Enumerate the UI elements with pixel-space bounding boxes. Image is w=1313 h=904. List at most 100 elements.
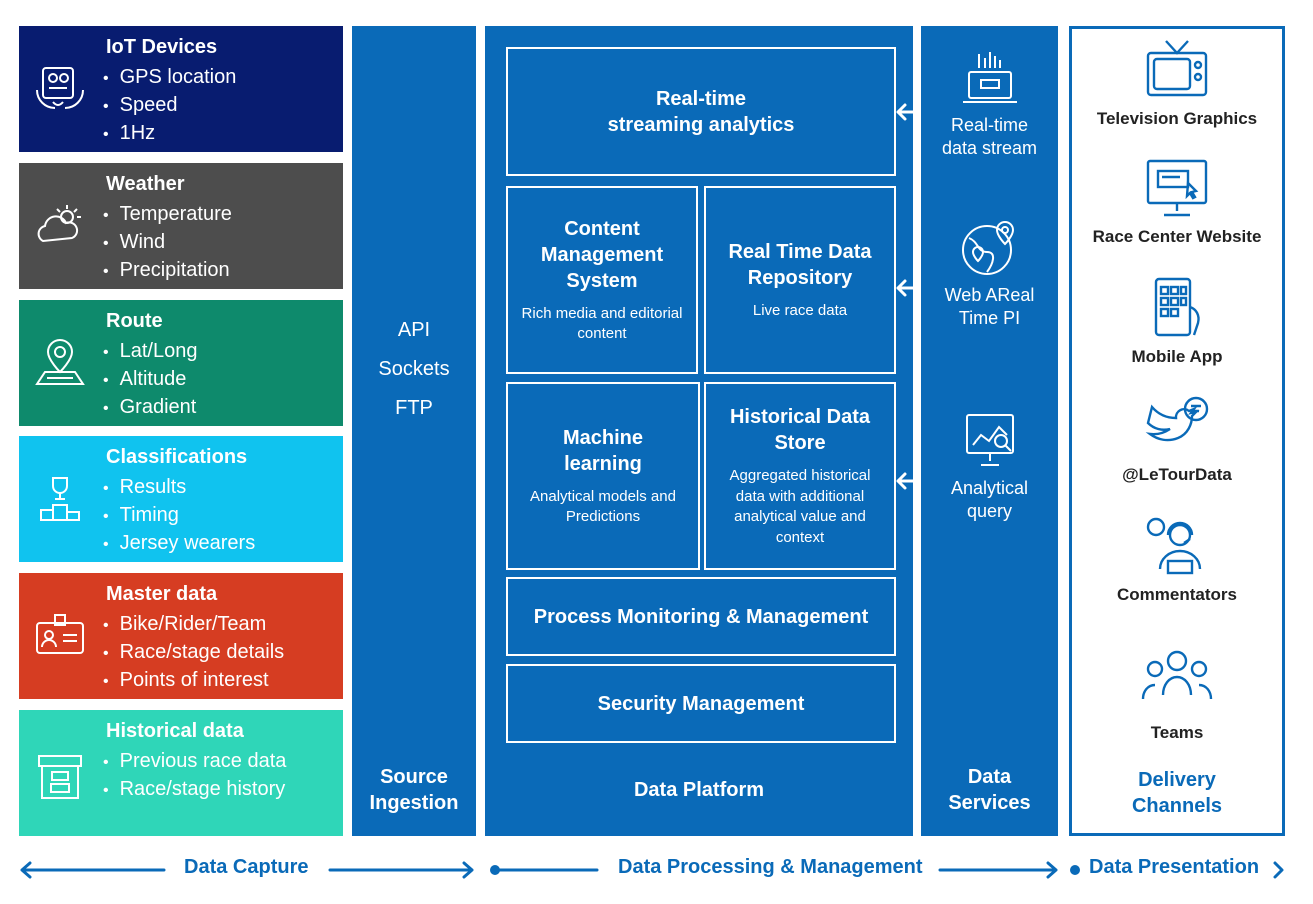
capture-list: Temperature Wind Precipitation (103, 201, 232, 285)
service-label: Web AReal (944, 285, 1035, 305)
list-item: Timing (103, 502, 255, 530)
box-title: Historical Data (729, 406, 871, 428)
box-title: Machine (562, 426, 644, 449)
process-monitoring-box: Process Monitoring & Management (506, 577, 896, 656)
data-platform-column: Real-time streaming analytics Content Ma… (485, 26, 913, 836)
box-title: Store (774, 432, 826, 454)
ingestion-title-line: Ingestion (369, 792, 459, 814)
channel-mobile-app: Mobile App (1072, 277, 1282, 367)
box-title: Content (564, 217, 640, 240)
protocol-label: FTP (395, 397, 433, 419)
service-label: Time PI (958, 308, 1021, 328)
protocol-label: API (397, 319, 431, 341)
channel-teams: Teams (1072, 645, 1282, 743)
television-icon (1146, 40, 1208, 97)
flow-arrows (20, 861, 1284, 879)
list-item: GPS location (103, 64, 237, 92)
data-stream-laptop-icon (962, 52, 1017, 103)
capture-title: Master data (106, 583, 218, 605)
box-title: Repository (747, 266, 853, 289)
list-item: Points of interest (103, 667, 284, 695)
map-pin-icon (33, 336, 87, 390)
streaming-analytics-box: Real-time streaming analytics (506, 47, 896, 176)
service-analytical-query: Analytical query (921, 411, 1058, 523)
capture-classifications: Classifications Results Timing Jersey we… (19, 436, 343, 562)
list-item: 1Hz (103, 120, 236, 148)
data-services-column: Real-time data stream Web AReal Time PI … (921, 26, 1058, 836)
list-item: Previous race data (103, 748, 287, 776)
cms-box: Content Management System Rich media and… (506, 186, 698, 374)
box-title: Security Management (597, 692, 805, 715)
platform-title: Data Platform (633, 779, 765, 801)
box-description: Live race data (752, 301, 848, 319)
capture-title: Classifications (106, 446, 248, 468)
capture-list: GPS location Speed 1Hz (103, 64, 237, 148)
ingestion-title: Source Ingestion (352, 764, 476, 816)
service-label: Analytical (950, 478, 1029, 498)
channel-twitter: @LeTourData (1072, 395, 1282, 485)
service-label: Real-time (950, 115, 1029, 135)
ingestion-title-line: Source (380, 766, 448, 788)
list-item: Bike/Rider/Team (103, 611, 284, 639)
service-label: data stream (941, 138, 1038, 158)
box-title: Management (540, 243, 664, 266)
box-description: Rich media and editorial content (521, 304, 683, 343)
capture-list: Lat/Long Altitude Gradient (103, 338, 198, 422)
capture-iot: IoT Devices GPS location Speed 1Hz (19, 26, 343, 152)
delivery-title-line: Delivery (1138, 769, 1216, 791)
mobile-phone-icon (1154, 277, 1200, 337)
service-web-api: Web AReal Time PI (921, 218, 1058, 330)
list-item: Race/stage history (103, 776, 286, 804)
box-description: Aggregated historical data with addition… (729, 467, 871, 546)
list-item: Jersey wearers (103, 530, 256, 558)
capture-route: Route Lat/Long Altitude Gradient (19, 300, 343, 426)
service-real-time-stream: Real-time data stream (921, 50, 1058, 160)
globe-location-icon (961, 220, 1014, 275)
capture-title: Weather (106, 173, 185, 195)
commentator-headset-icon (1146, 517, 1202, 575)
capture-title: Route (106, 310, 163, 332)
flow-label-processing: Data Processing & Management (618, 856, 923, 878)
list-item: Altitude (103, 366, 197, 394)
weather-icon (33, 199, 87, 253)
services-title-line: Data (967, 766, 1012, 788)
box-description: Analytical models and Predictions (530, 487, 676, 526)
capture-list: Results Timing Jersey wearers (103, 474, 256, 558)
channel-label: Race Center Website (1092, 227, 1262, 246)
capture-title: IoT Devices (106, 36, 218, 58)
box-title: streaming analytics (607, 113, 795, 136)
source-ingestion-column: API Sockets FTP Source Ingestion (352, 26, 476, 836)
channel-label: Television Graphics (1096, 109, 1258, 128)
flow-label-capture: Data Capture (184, 856, 309, 878)
capture-title: Historical data (106, 720, 244, 742)
iot-device-icon (33, 62, 87, 116)
channel-label: Teams (1150, 723, 1204, 742)
desktop-monitor-icon (1146, 159, 1208, 217)
services-title-line: Services (948, 792, 1031, 814)
channel-label: @LeTourData (1122, 465, 1232, 484)
capture-historical-data: Historical data Previous race data Race/… (19, 710, 343, 836)
box-title: Process Monitoring & Management (533, 605, 869, 628)
box-title: System (566, 269, 638, 292)
list-item: Results (103, 474, 255, 502)
team-people-icon (1141, 650, 1213, 700)
list-item: Precipitation (103, 257, 232, 285)
delivery-title-line: Channels (1131, 795, 1223, 817)
podium-icon (33, 472, 87, 526)
channel-label: Mobile App (1131, 347, 1223, 366)
list-item: Lat/Long (103, 338, 198, 366)
list-item: Speed (103, 92, 236, 120)
flow-label-presentation: Data Presentation (1089, 856, 1260, 878)
archive-box-icon (33, 750, 87, 804)
protocol-label: Sockets (378, 358, 450, 380)
list-item: Gradient (103, 394, 197, 422)
channel-race-center-website: Race Center Website (1072, 159, 1282, 247)
id-badge-icon (33, 609, 87, 663)
capture-weather: Weather Temperature Wind Precipitation (19, 163, 343, 289)
capture-master-data: Master data Bike/Rider/Team Race/stage d… (19, 573, 343, 699)
box-title: learning (564, 452, 642, 475)
channel-label: Commentators (1117, 585, 1237, 604)
analytics-monitor-icon (965, 414, 1014, 466)
services-title: Data Services (921, 764, 1058, 816)
channel-television: Television Graphics (1072, 37, 1282, 129)
